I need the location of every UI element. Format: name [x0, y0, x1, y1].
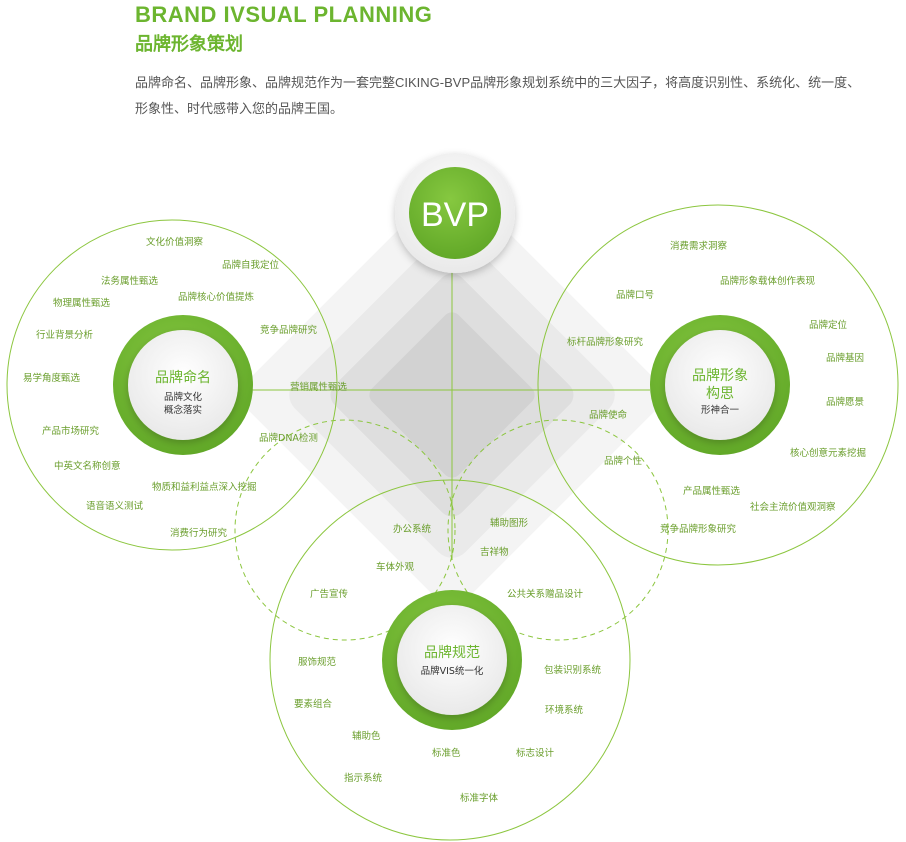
naming-items: 文化价值洞察 品牌自我定位 法务属性甄选 物理属性甄选 品牌核心价值提炼 竞争品…: [23, 236, 348, 539]
image-item: 核心创意元素挖掘: [790, 447, 866, 459]
image-items: 消费需求洞察 品牌形象载体创作表现 品牌口号 品牌定位 标杆品牌形象研究 品牌基…: [567, 240, 866, 535]
bvp-label: BVP: [421, 196, 489, 234]
standard-item: 服饰规范: [298, 656, 337, 668]
standard-hub: 品牌规范 品牌VIS统一化: [382, 590, 522, 730]
naming-item: 品牌核心价值提炼: [178, 291, 255, 303]
standard-item: 标志设计: [516, 747, 555, 759]
standard-item: 标准字体: [460, 792, 499, 804]
naming-item: 品牌DNA检测: [259, 432, 318, 444]
image-item: 品牌个性: [604, 455, 643, 467]
bvp-center-hub: BVP: [395, 153, 515, 273]
image-item: 消费需求洞察: [670, 240, 728, 252]
naming-hub: 品牌命名 品牌文化 概念落实: [113, 315, 253, 455]
image-dashed-circle: [447, 419, 669, 641]
standard-circle: [269, 479, 631, 841]
naming-circle: [6, 219, 338, 551]
intro-paragraph: 品牌命名、品牌形象、品牌规范作为一套完整CIKING-BVP品牌形象规划系统中的…: [135, 75, 861, 116]
naming-item: 消费行为研究: [170, 527, 228, 539]
standard-items: 办公系统 辅助图形 吉祥物 车体外观 广告宣传 公共关系赠品设计 服饰规范 包装…: [294, 517, 602, 804]
image-sub: 形神合一: [701, 404, 740, 416]
naming-item: 法务属性甄选: [101, 275, 159, 287]
naming-item: 易学角度甄选: [23, 372, 81, 384]
standard-sub: 品牌VIS统一化: [421, 665, 484, 677]
image-item: 竞争品牌形象研究: [660, 523, 737, 535]
image-item: 品牌使命: [589, 409, 628, 421]
naming-item: 营销属性甄选: [290, 381, 348, 393]
standard-item: 要素组合: [294, 698, 333, 710]
page-title-cn: 品牌形象策划: [135, 34, 243, 54]
naming-sub2: 概念落实: [164, 404, 202, 416]
naming-item: 行业背景分析: [36, 329, 94, 341]
standard-item: 车体外观: [376, 561, 415, 573]
image-item: 产品属性甄选: [683, 485, 741, 497]
naming-item: 物理属性甄选: [53, 297, 111, 309]
image-title-line1: 品牌形象: [692, 367, 748, 384]
naming-item: 文化价值洞察: [146, 236, 204, 248]
naming-title: 品牌命名: [155, 369, 211, 386]
naming-item: 产品市场研究: [42, 425, 100, 437]
axis-lines: [250, 250, 650, 560]
image-title-line2: 构思: [706, 386, 734, 402]
naming-item: 竞争品牌研究: [260, 324, 318, 336]
standard-item: 吉祥物: [480, 546, 509, 558]
image-item: 标杆品牌形象研究: [567, 336, 644, 348]
standard-item: 辅助色: [352, 730, 381, 742]
standard-item: 辅助图形: [490, 517, 529, 529]
image-hub: 品牌形象 构思 形神合一: [650, 315, 790, 455]
image-item: 品牌口号: [616, 289, 654, 301]
naming-item: 品牌自我定位: [222, 259, 280, 271]
image-item: 品牌形象载体创作表现: [720, 275, 816, 287]
image-item: 品牌基因: [826, 352, 864, 364]
standard-item: 指示系统: [344, 772, 383, 784]
standard-item: 标准色: [432, 747, 461, 759]
naming-item: 物质和益利益点深入挖掘: [152, 481, 257, 493]
image-item: 品牌定位: [809, 319, 848, 331]
standard-item: 包装识别系统: [544, 664, 602, 676]
image-circle: [537, 204, 899, 566]
image-item: 社会主流价值观洞察: [750, 501, 836, 513]
standard-item: 广告宣传: [310, 588, 349, 600]
naming-dashed-circle: [234, 419, 456, 641]
standard-item: 公共关系赠品设计: [507, 588, 584, 600]
page-title-en: BRAND IVSUAL PLANNING: [135, 2, 433, 27]
naming-item: 中英文名称创意: [54, 460, 121, 472]
naming-sub1: 品牌文化: [164, 391, 203, 403]
image-item: 品牌愿景: [826, 396, 864, 408]
standard-title: 品牌规范: [424, 644, 480, 661]
standard-item: 办公系统: [393, 523, 432, 535]
naming-item: 语音语义测试: [86, 500, 144, 512]
standard-item: 环境系统: [545, 704, 584, 716]
